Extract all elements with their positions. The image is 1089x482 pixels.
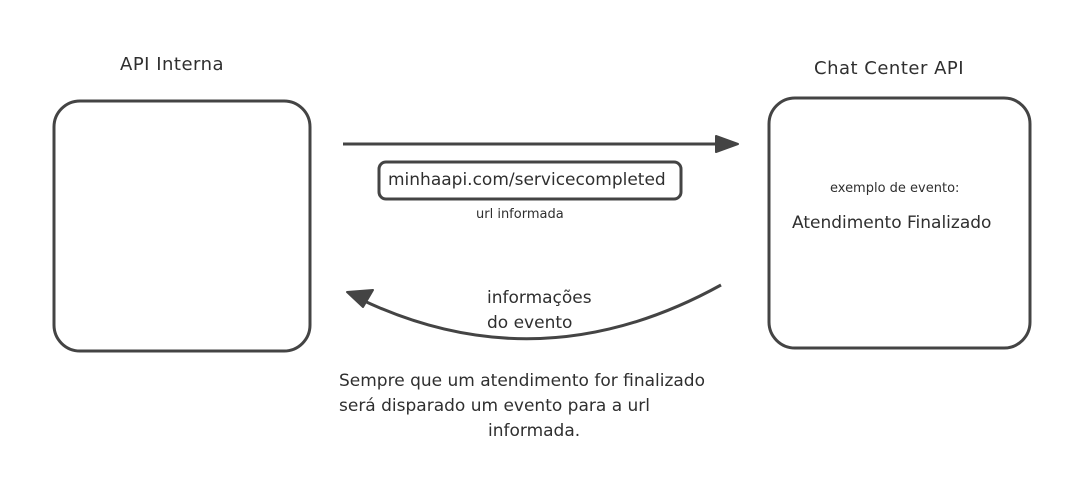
response-arrow-head [346,289,374,308]
response-label-line1: informações [487,288,592,308]
url-caption: url informada [476,207,564,222]
note-line3: informada. [488,421,581,441]
chat-center-api-box[interactable] [767,96,1032,350]
event-example-subtitle: exemplo de evento: [830,181,960,196]
request-arrow-head [715,135,739,153]
api-interna-title: API Interna [120,54,225,75]
api-interna-box[interactable] [52,99,312,353]
event-name-label: Atendimento Finalizado [792,213,992,233]
chat-center-api-title: Chat Center API [814,58,965,79]
url-box [377,160,683,201]
response-arrow-curve [359,283,722,341]
note-line1: Sempre que um atendimento for finalizado [339,371,705,391]
note-line2: será disparado um evento para a url [339,396,650,416]
response-label-line2: do evento [487,313,573,333]
url-text: minhaapi.com/servicecompleted [388,170,666,190]
